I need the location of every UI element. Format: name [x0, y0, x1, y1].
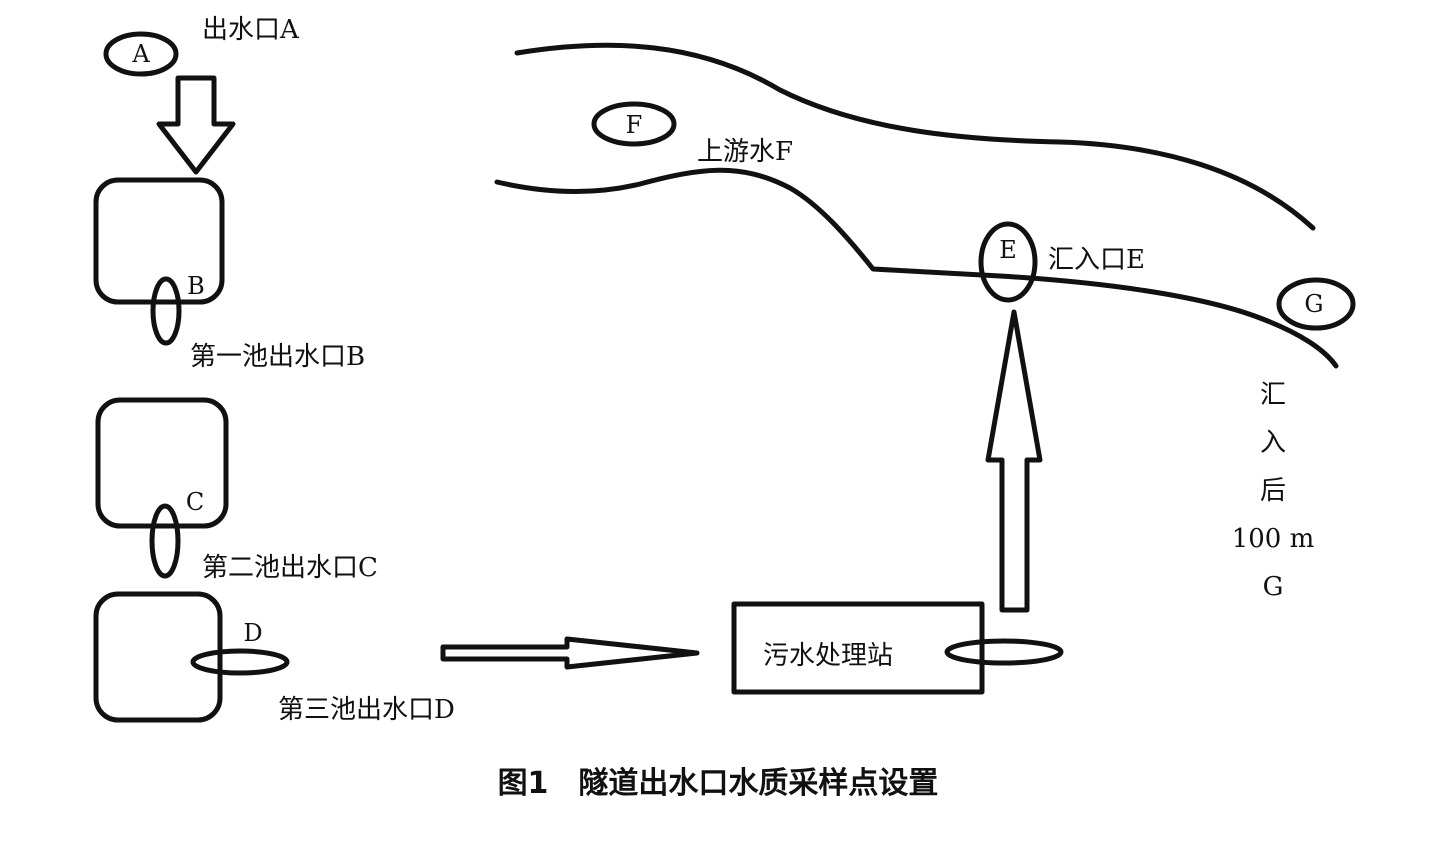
- label-after-inlet-g-line-1: 汇: [1260, 380, 1286, 410]
- label-outlet-b: 第一池出水口B: [190, 342, 365, 372]
- label-outlet-d: 第三池出水口D: [278, 695, 455, 725]
- label-after-inlet-g-line-5: G: [1263, 572, 1284, 602]
- marker-f-ellipse: [591, 101, 677, 147]
- arrow-down-to-pool-1: [156, 75, 236, 175]
- river-lower-bank: [494, 167, 1339, 369]
- label-outlet-a: 出水口A: [202, 15, 300, 45]
- marker-c-ellipse: [149, 503, 181, 579]
- figure-caption: 图1 隧道出水口水质采样点设置: [498, 766, 939, 801]
- marker-g-letter: G: [1304, 290, 1323, 318]
- marker-d-ellipse: [190, 648, 290, 676]
- pool-1: [93, 177, 225, 305]
- marker-e-ellipse: [978, 221, 1038, 303]
- label-after-inlet-g-line-4: 100 m: [1232, 524, 1315, 554]
- label-after-inlet-g-line-3: 后: [1260, 476, 1286, 506]
- station-outlet-ellipse: [944, 638, 1064, 666]
- label-outlet-c: 第二池出水口C: [202, 553, 378, 583]
- label-after-inlet-g-line-2: 入: [1260, 428, 1286, 458]
- marker-f-letter: F: [626, 111, 643, 139]
- marker-a-ellipse: [103, 31, 179, 77]
- marker-b-ellipse: [150, 276, 182, 346]
- label-upstream-f: 上游水F: [697, 137, 793, 167]
- pool-3: [93, 591, 223, 723]
- marker-c-letter: C: [186, 488, 204, 516]
- marker-d-letter: D: [243, 619, 262, 647]
- pool-2: [95, 397, 229, 529]
- river-upper-bank: [514, 42, 1316, 231]
- marker-b-letter: B: [187, 272, 205, 300]
- arrow-right-to-station: [440, 636, 700, 670]
- sewage-treatment-station: [731, 601, 985, 695]
- arrow-up-to-inlet-e: [985, 309, 1043, 613]
- label-sewage-treatment-station: 污水处理站: [763, 641, 893, 671]
- marker-a-letter: A: [131, 40, 150, 68]
- marker-e-letter: E: [999, 236, 1017, 264]
- label-inlet-e: 汇入口E: [1048, 245, 1145, 275]
- marker-g-ellipse: [1276, 277, 1356, 331]
